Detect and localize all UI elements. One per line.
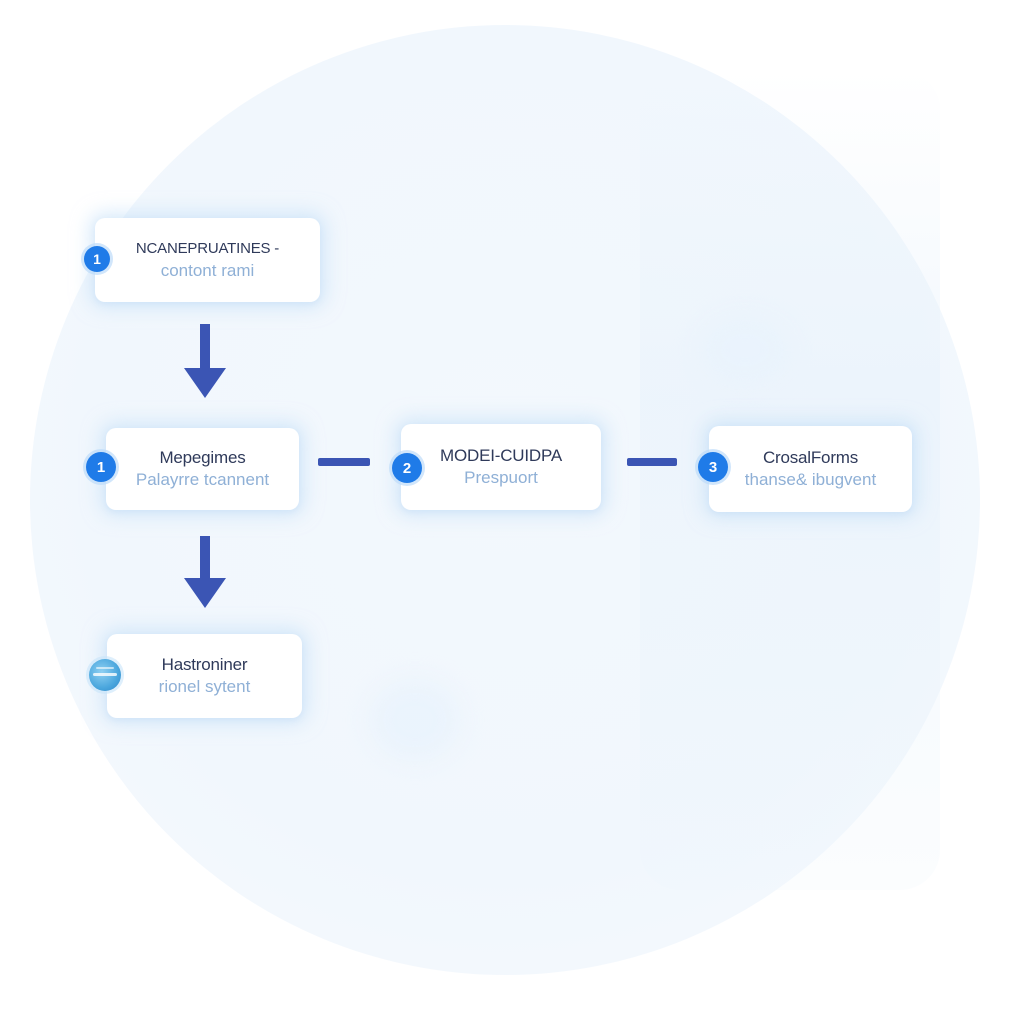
- node-title: Mepegimes: [159, 448, 246, 467]
- node-title: MODEI-CUIDPA: [440, 446, 562, 465]
- node-title: NCANEPRUATINES -: [135, 240, 280, 257]
- background-blob: [370, 680, 460, 760]
- step-badge: 3: [698, 452, 728, 482]
- flow-node-top[interactable]: NCANEPRUATINES - contont rami: [95, 218, 320, 302]
- node-title: CrosalForms: [762, 448, 859, 467]
- background-blob: [700, 315, 790, 385]
- node-subtitle: Prespuort: [464, 468, 538, 487]
- step-badge: 1: [84, 246, 110, 272]
- node-title: Hastroniner: [161, 655, 248, 674]
- arrow-down-icon: [184, 324, 226, 398]
- flow-node-middle-right[interactable]: CrosalForms thanse& ibugvent: [709, 426, 912, 512]
- flow-node-bottom[interactable]: Hastroniner rionel sytent: [107, 634, 302, 718]
- step-badge: 1: [86, 452, 116, 482]
- connector-line: [318, 458, 370, 466]
- connector-line: [627, 458, 677, 466]
- node-subtitle: Palayrre tcannent: [135, 470, 270, 489]
- node-subtitle: rionel sytent: [158, 677, 251, 696]
- globe-icon: [89, 659, 121, 691]
- flow-node-middle-center[interactable]: MODEI-CUIDPA Prespuort: [401, 424, 601, 510]
- arrow-down-icon: [184, 536, 226, 608]
- node-subtitle: thanse& ibugvent: [744, 470, 877, 489]
- flow-node-middle-left[interactable]: Mepegimes Palayrre tcannent: [106, 428, 299, 510]
- node-subtitle: contont rami: [160, 261, 255, 280]
- step-badge: 2: [392, 453, 422, 483]
